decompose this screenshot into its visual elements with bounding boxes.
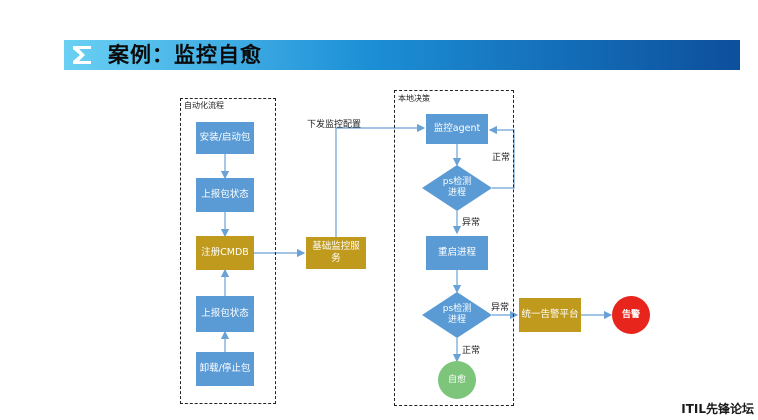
uninstall-stop-package-step: 卸载/停止包 <box>196 352 254 386</box>
register-cmdb-step: 注册CMDB <box>196 236 254 270</box>
check-process-label-1: ps检测进程 <box>442 177 472 198</box>
local-decision-label: 本地决策 <box>398 94 430 103</box>
monitoring-agent-box: 监控agent <box>426 114 488 144</box>
automation-flow-label: 自动化流程 <box>184 101 224 110</box>
basic-monitoring-service: 基础监控服务 <box>306 237 366 269</box>
check-process-diamond-1 <box>422 165 492 211</box>
install-start-package-step: 安装/启动包 <box>196 122 254 154</box>
push-monitoring-config-label: 下发监控配置 <box>307 120 362 130</box>
check-process-diamond-2 <box>422 292 492 338</box>
abnormal-label-1: 异常 <box>462 218 481 228</box>
check-process-label-2: ps检测进程 <box>442 304 472 325</box>
title-bar <box>64 40 740 70</box>
slide-title: 案例：监控自愈 <box>108 43 262 67</box>
alarm-circle: 告警 <box>612 296 650 334</box>
itil-forum-watermark: ITIL先锋论坛 <box>681 402 754 416</box>
sigma-z-logo-icon <box>73 46 91 64</box>
abnormal-label-2: 异常 <box>491 303 510 313</box>
restart-process-box: 重启进程 <box>426 236 488 270</box>
report-package-status-step: 上报包状态 <box>196 178 254 212</box>
healed-circle: 自愈 <box>438 361 476 399</box>
arrow-normal-loop <box>488 125 515 189</box>
report-package-status-step-2: 上报包状态 <box>196 296 254 332</box>
automation-flow-section <box>180 98 276 404</box>
normal-label-1: 正常 <box>492 153 511 163</box>
unified-alert-platform: 统一告警平台 <box>519 298 581 332</box>
normal-label-2: 正常 <box>462 346 481 356</box>
local-decision-section <box>394 90 514 406</box>
